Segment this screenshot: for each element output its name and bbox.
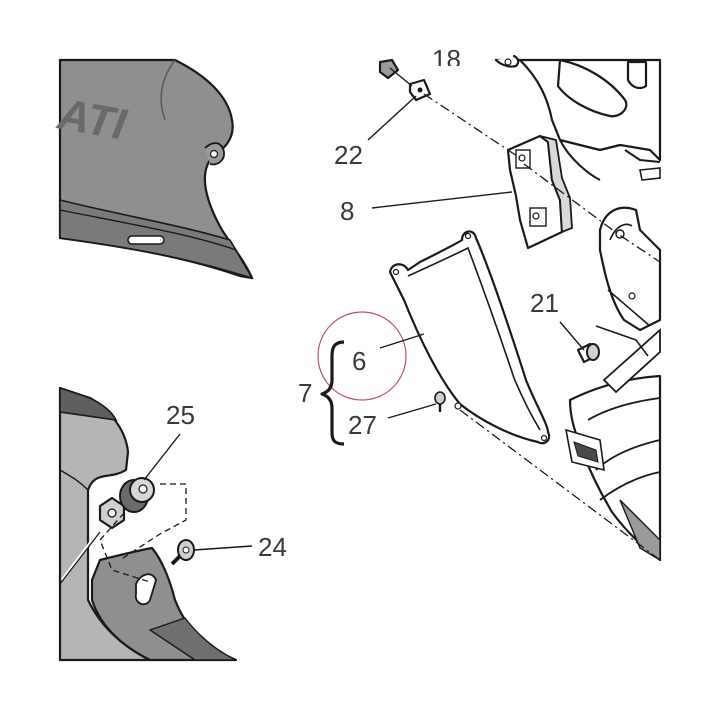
callout-8: 8 [340, 196, 354, 226]
frame-bracket-assembly [494, 54, 662, 181]
rubber-grommet-25 [119, 477, 155, 513]
group-brace-7 [320, 340, 345, 446]
highlight-circle [317, 311, 407, 401]
bracket-8 [506, 134, 573, 250]
leader-27 [387, 403, 437, 419]
callout-18-partial: 18 [432, 44, 461, 74]
leader-22 [367, 95, 417, 141]
leader-21 [559, 321, 585, 351]
callout-24: 24 [258, 532, 287, 562]
callout-6: 6 [352, 346, 366, 376]
callout-7: 7 [298, 378, 312, 408]
hex-nut [98, 496, 126, 530]
leader-6 [379, 333, 425, 349]
assembly-line-22-8 [423, 93, 521, 159]
cover-panel-6 [388, 230, 551, 445]
callout-21: 21 [530, 288, 559, 318]
lower-frame-right [564, 325, 662, 562]
lower-left-fairing-panel [58, 386, 238, 662]
leader-8 [371, 191, 513, 209]
callout-22: 22 [334, 140, 363, 170]
assembly-line-24 [119, 483, 187, 561]
screw-27 [434, 391, 446, 412]
assembly-line-27 [459, 409, 661, 561]
upper-left-fairing-panel: ATI [54, 58, 254, 280]
callout-18-clip: 18 [432, 44, 461, 74]
leader-18 [389, 67, 413, 87]
leader-24 [193, 545, 253, 551]
bolt-24 [170, 539, 195, 566]
leader-25 [143, 433, 181, 481]
brand-lettering-fragment: ATI [54, 89, 131, 149]
assembly-line-25 [99, 512, 151, 583]
callout-27: 27 [348, 410, 377, 440]
side-bracket-right [598, 206, 662, 332]
callout-25: 25 [166, 400, 195, 430]
